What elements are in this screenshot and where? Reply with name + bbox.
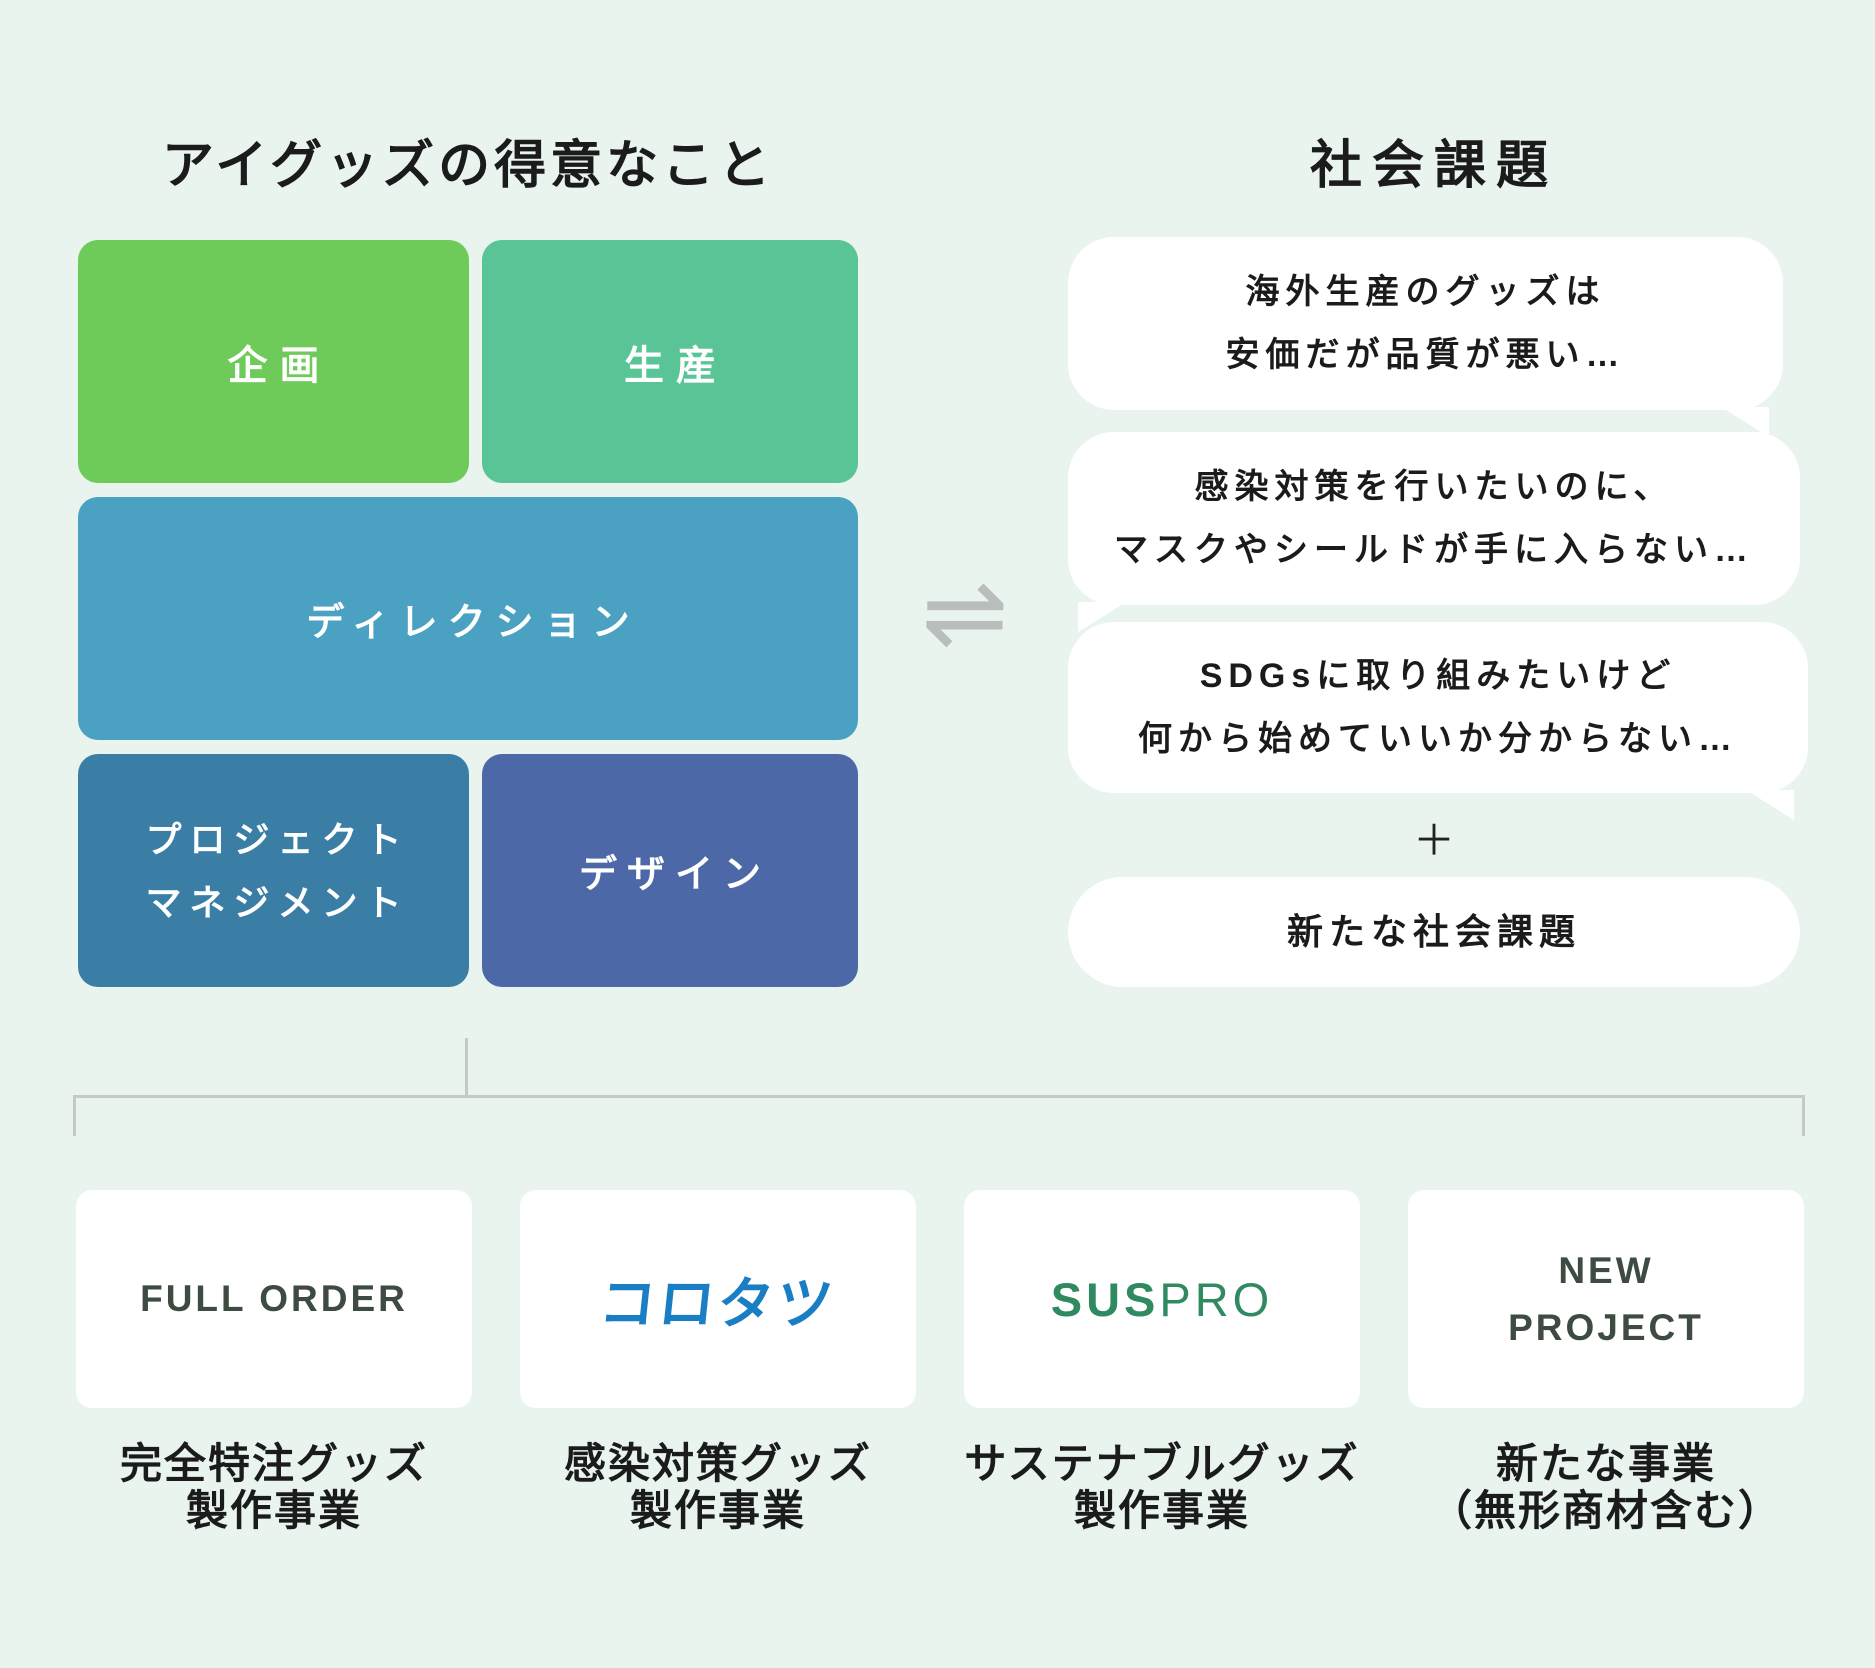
label-2-line1: 感染対策グッズ bbox=[563, 1440, 872, 1487]
block-pm-label-line2: マネジメント bbox=[145, 881, 410, 923]
label-4-line1: 新たな事業 bbox=[1495, 1440, 1716, 1487]
label-sustainable-goods-business: サステナブルグッズ 製作事業 bbox=[964, 1440, 1360, 1535]
block-design: デザイン bbox=[482, 754, 858, 987]
label-full-order-business: 完全特注グッズ 製作事業 bbox=[76, 1440, 472, 1535]
bubble-3-line1: SDGsに取り組みたいけど bbox=[1199, 656, 1677, 695]
connector-right-tick bbox=[1802, 1095, 1805, 1136]
block-direction-label: ディレクション bbox=[306, 602, 640, 644]
label-infection-goods-business: 感染対策グッズ 製作事業 bbox=[520, 1440, 916, 1535]
block-direction: ディレクション bbox=[78, 497, 858, 740]
card-new-project: NEW PROJECT bbox=[1408, 1190, 1804, 1408]
bubble-new-social-issue: 新たな社会課題 bbox=[1068, 877, 1800, 987]
connector-feed-line bbox=[465, 1038, 468, 1097]
new-project-logo-line2: PROJECT bbox=[1508, 1307, 1704, 1348]
plus-sign: ＋ bbox=[1412, 816, 1455, 864]
card-full-order: FULL ORDER bbox=[76, 1190, 472, 1408]
block-production-label: 生産 bbox=[624, 343, 728, 388]
korotatsu-logo: コロタツ bbox=[596, 1271, 839, 1335]
label-1-line2: 製作事業 bbox=[185, 1487, 362, 1535]
card-suspro: SUSPRO bbox=[964, 1190, 1360, 1408]
suspro-logo-pro: PRO bbox=[1159, 1272, 1274, 1326]
exchange-arrows-icon: ⇌ bbox=[921, 555, 1009, 671]
new-project-logo: NEW PROJECT bbox=[1508, 1242, 1704, 1357]
suspro-logo: SUSPRO bbox=[1051, 1272, 1274, 1327]
left-panel-title: アイグッズの得意なこと bbox=[161, 136, 775, 195]
bubble-2-line1: 感染対策を行いたいのに、 bbox=[1194, 467, 1674, 506]
block-design-label: デザイン bbox=[578, 854, 771, 896]
full-order-logo: FULL ORDER bbox=[140, 1278, 408, 1319]
block-project-management: プロジェクト マネジメント bbox=[78, 754, 469, 987]
label-2-line2: 製作事業 bbox=[629, 1487, 806, 1535]
bubble-1-line2: 安価だが品質が悪い… bbox=[1225, 335, 1626, 374]
speech-bubble-sdgs: SDGsに取り組みたいけど 何から始めていいか分からない… bbox=[1068, 622, 1808, 820]
bubble-1-line1: 海外生産のグッズは bbox=[1245, 272, 1606, 311]
card-korotatsu: コロタツ bbox=[520, 1190, 916, 1408]
block-production: 生産 bbox=[482, 240, 858, 483]
bubble-2-line2: マスクやシールドが手に入らない… bbox=[1114, 530, 1754, 569]
bubble-4-label: 新たな社会課題 bbox=[1286, 910, 1581, 952]
label-4-line2: （無形商材含む） bbox=[1429, 1487, 1782, 1535]
label-3-line1: サステナブルグッズ bbox=[964, 1440, 1360, 1487]
right-panel-title: 社会課題 bbox=[1309, 136, 1558, 195]
block-pm-label-line1: プロジェクト bbox=[145, 818, 410, 860]
connector-left-tick bbox=[73, 1095, 76, 1136]
block-plan: 企画 bbox=[78, 240, 469, 483]
new-project-logo-line1: NEW bbox=[1558, 1249, 1654, 1291]
label-3-line2: 製作事業 bbox=[1073, 1487, 1250, 1535]
label-new-business: 新たな事業 （無形商材含む） bbox=[1408, 1440, 1804, 1535]
block-plan-label: 企画 bbox=[227, 343, 332, 388]
suspro-logo-sus: SUS bbox=[1050, 1272, 1160, 1326]
speech-bubble-overseas-quality: 海外生産のグッズは 安価だが品質が悪い… bbox=[1068, 237, 1783, 437]
connector-horizontal-line bbox=[73, 1095, 1805, 1098]
bubble-3-line2: 何から始めていいか分からない… bbox=[1138, 719, 1738, 758]
label-1-line1: 完全特注グッズ bbox=[119, 1440, 428, 1487]
speech-bubble-infection-goods: 感染対策を行いたいのに、 マスクやシールドが手に入らない… bbox=[1068, 432, 1800, 632]
